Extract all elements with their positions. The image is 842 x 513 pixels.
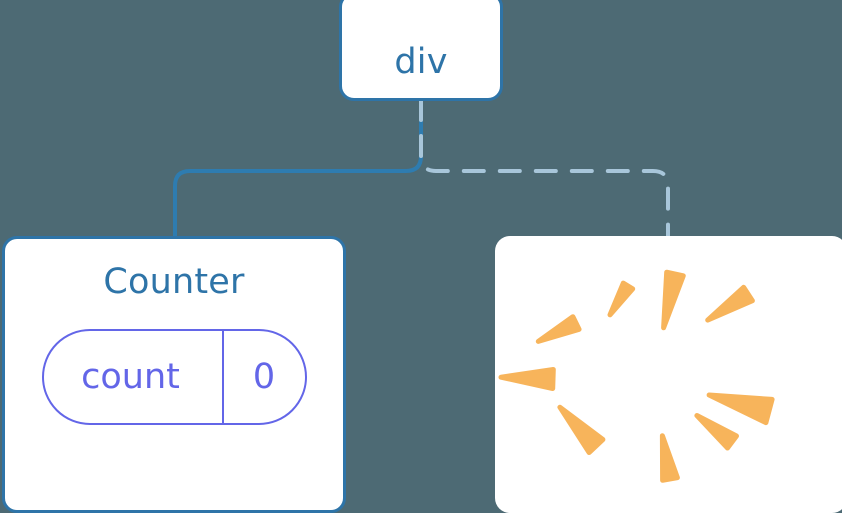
edge-div-counter [173,98,423,240]
sparkle-ray-8 [694,413,739,451]
sparkle-ray-6 [706,392,775,426]
edge-div-sparkle [419,98,670,240]
state-value-label: 0 [221,331,305,423]
state-key-label: count [81,356,180,397]
sparkle-ray-4 [535,314,582,344]
sparkle-ray-3 [705,284,755,323]
tree-node-counter[interactable]: Counter count 0 [2,236,346,513]
sparkle-ray-1 [661,269,686,331]
sparkle-ray-5 [498,367,556,391]
sparkle-ray-9 [659,433,680,483]
sparkle-burst-icon [498,269,775,483]
state-pill-count[interactable]: count 0 [41,329,307,425]
tree-node-div[interactable]: div [339,0,503,101]
node-label-div: div [394,42,448,82]
tree-node-highlight[interactable] [495,236,842,513]
node-label-counter: Counter [103,262,245,302]
sparkle-ray-7 [557,404,606,455]
sparkle-ray-2 [607,280,636,318]
